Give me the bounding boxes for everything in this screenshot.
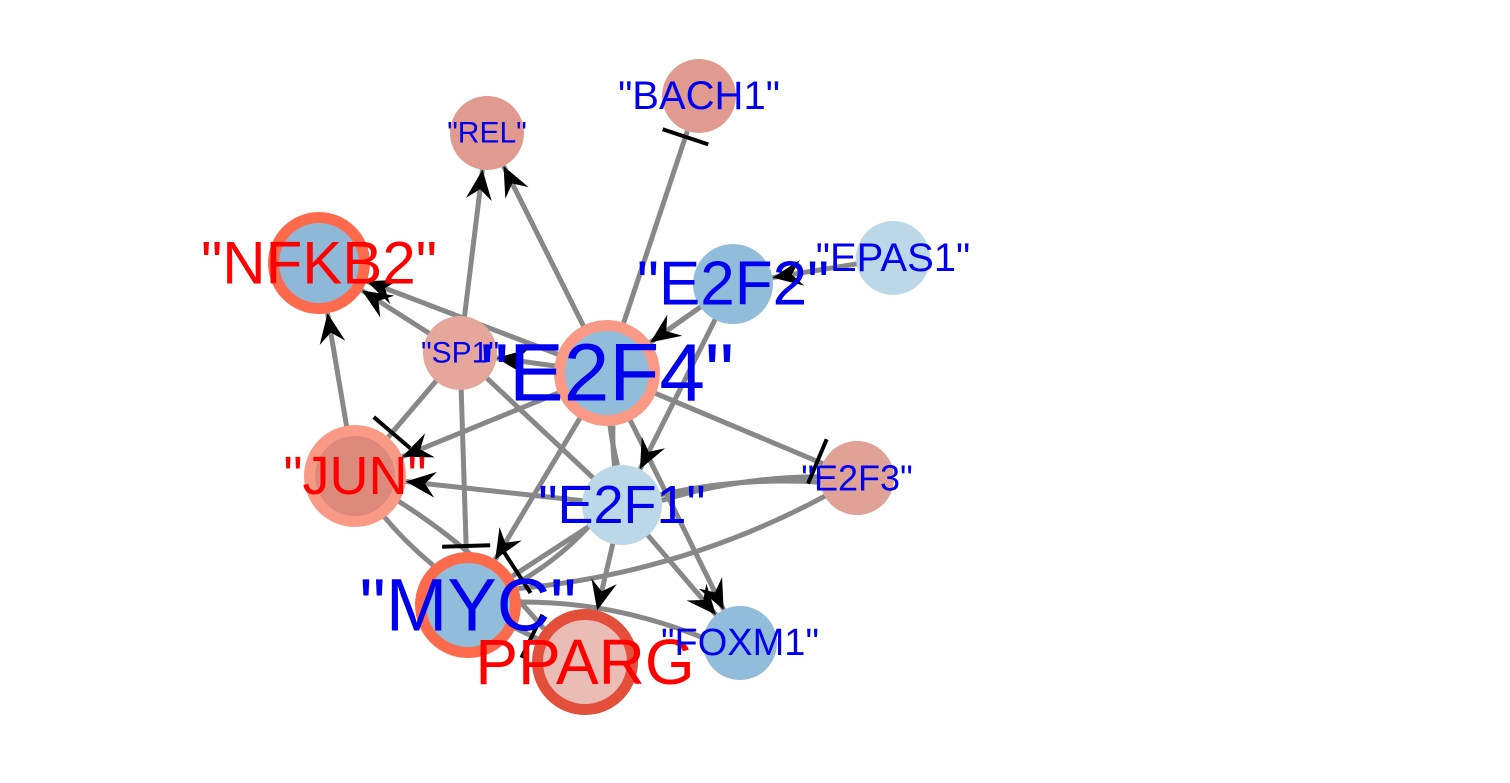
arrowhead-e2f2-to-e2f4 [650, 314, 683, 343]
node-circle-myc [426, 563, 510, 647]
edge-e2f3-to-myc [518, 475, 859, 592]
node-label-myc: "MYC" [360, 564, 577, 647]
node-sp1[interactable] [423, 316, 497, 390]
node-bach1[interactable] [662, 59, 736, 133]
node-epas1[interactable] [856, 221, 930, 295]
node-circle-e2f3 [820, 441, 894, 515]
node-label-foxm1: "FOXM1" [661, 622, 819, 664]
inhibition-bar-sp1-to-jun [372, 415, 412, 450]
node-circle-foxm1 [703, 606, 777, 680]
node-label-e2f2: "E2F2" [637, 250, 829, 319]
inhibition-bar-e2f4-to-bach1 [662, 127, 709, 147]
node-circle-rel [450, 96, 524, 170]
node-circle-pparg [543, 620, 627, 704]
node-jun[interactable] [304, 425, 406, 527]
inhibition-bar-e2f1-to-myc [502, 551, 533, 595]
node-label-epas1: "EPAS1" [816, 236, 970, 280]
inhibition-bar-e2f4-to-e2f3 [806, 438, 829, 485]
arrowhead-jun-to-nfkb2 [319, 313, 346, 346]
node-label-e2f3: "E2F3" [801, 458, 913, 499]
arrowhead-e2f4-to-jun [402, 433, 435, 458]
node-label-jun: "JUN" [283, 446, 426, 506]
node-e2f3[interactable] [820, 441, 894, 515]
inhibition-bar-myc-to-pparg [519, 613, 545, 659]
nodes-layer [268, 59, 930, 715]
node-e2f2[interactable] [693, 244, 773, 324]
node-pparg[interactable] [532, 609, 638, 715]
labels-layer: "REL""BACH1""NFKB2""E2F2""EPAS1""SP1""E2… [201, 74, 970, 698]
node-label-bach1: "BACH1" [618, 74, 780, 118]
arrowhead-e2f4-to-foxm1 [698, 577, 724, 610]
node-circle-nfkb2 [279, 223, 359, 303]
node-e2f1[interactable] [582, 465, 662, 545]
arrowhead-sp1-to-rel [465, 169, 492, 202]
node-circle-epas1 [856, 221, 930, 295]
node-circle-jun [315, 436, 395, 516]
node-foxm1[interactable] [703, 606, 777, 680]
arrowhead-epas1-to-e2f2 [772, 259, 805, 286]
node-circle-sp1 [423, 316, 497, 390]
node-rel[interactable] [450, 96, 524, 170]
node-myc[interactable] [415, 552, 521, 658]
arrowhead-e2f4-to-myc [495, 527, 522, 560]
node-circle-e2f2 [693, 244, 773, 324]
node-circle-e2f1 [582, 465, 662, 545]
node-label-e2f1: "E2F1" [538, 475, 705, 535]
node-circle-bach1 [662, 59, 736, 133]
node-label-e2f4: "E2F4" [480, 328, 734, 419]
arrowhead-e2f2-to-e2f1 [639, 436, 666, 470]
arrowhead-e2f4-to-rel [503, 166, 529, 199]
arrowhead-e2f4-to-sp1 [496, 349, 529, 375]
arrowhead-e2f1-to-pparg [591, 578, 617, 611]
node-circle-e2f4 [565, 331, 649, 415]
node-label-rel: "REL" [447, 117, 527, 150]
node-e2f4[interactable] [554, 320, 660, 426]
arrowhead-e2f1-to-jun [405, 471, 437, 498]
edge-heads-layer [319, 127, 829, 659]
inhibition-bar-sp1-to-myc [442, 543, 491, 549]
node-label-nfkb2: "NFKB2" [201, 230, 437, 297]
arrowhead-e2f4-to-nfkb2 [366, 279, 400, 305]
node-label-sp1: "SP1" [421, 337, 499, 370]
node-label-pparg: PPARG [475, 626, 694, 698]
node-nfkb2[interactable] [268, 212, 370, 314]
